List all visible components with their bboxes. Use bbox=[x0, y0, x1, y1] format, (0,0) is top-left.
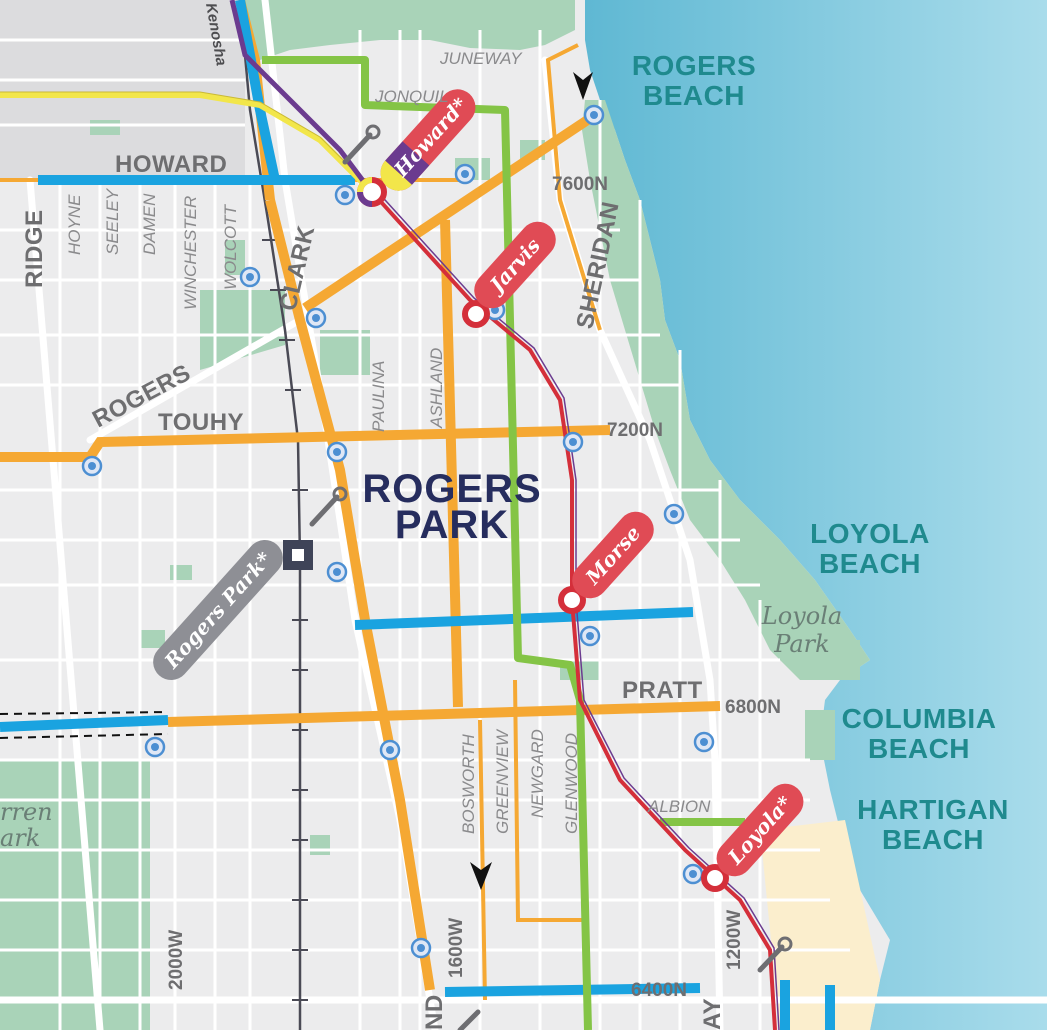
grid-label-7200n: 7200N bbox=[607, 420, 663, 441]
street-label-newgard: NEWGARD bbox=[528, 729, 547, 818]
beach-label-hartigan-1: HARTIGAN bbox=[857, 794, 1009, 825]
evanston-area bbox=[0, 0, 245, 180]
street-label-pratt: PRATT bbox=[622, 677, 703, 704]
bus-routes-blue bbox=[0, 0, 835, 1030]
beach-label-rogers-1: ROGERS bbox=[632, 50, 756, 81]
direction-arrow-icon bbox=[470, 862, 492, 890]
street-label-howard: HOWARD bbox=[115, 151, 227, 178]
wrench-icon bbox=[457, 1009, 481, 1030]
parks-layer bbox=[0, 0, 870, 1030]
beach-label-rogers-2: BEACH bbox=[643, 80, 745, 111]
bus-route-dashed bbox=[0, 711, 169, 739]
street-label-edge-ay: AY bbox=[699, 998, 726, 1030]
purple-line bbox=[229, 0, 372, 192]
lake-michigan bbox=[585, 0, 1047, 1030]
red-line bbox=[370, 190, 777, 1030]
beach-label-columbia-2: BEACH bbox=[868, 733, 970, 764]
park-label-warren-2: ark bbox=[0, 824, 40, 852]
station-morse-marker[interactable] bbox=[558, 586, 586, 614]
yellow-line-edge bbox=[0, 91, 371, 188]
purple-line-parallel bbox=[375, 189, 780, 1030]
street-label-ridge: RIDGE bbox=[21, 209, 48, 288]
street-label-wolcott: WOLCOTT bbox=[221, 203, 240, 290]
street-label-glenwood: GLENWOOD bbox=[562, 733, 581, 834]
street-label-ashland: ASHLAND bbox=[427, 348, 446, 429]
street-label-edge-nd: ND bbox=[421, 994, 448, 1030]
yellow-line bbox=[0, 92, 373, 193]
wrench-icon bbox=[309, 486, 348, 527]
bus-stop-markers[interactable] bbox=[81, 104, 715, 959]
beach-label-hartigan-2: BEACH bbox=[882, 824, 984, 855]
grid-label-2000w: 2000W bbox=[166, 930, 187, 990]
wrench-icon bbox=[342, 124, 381, 165]
park-label-loyola-1: Loyola bbox=[761, 602, 842, 630]
park-label-loyola-2: Park bbox=[773, 630, 829, 658]
wrench-icon bbox=[757, 936, 793, 973]
park-label-warren-1: rren bbox=[0, 798, 53, 826]
metra-station-icon[interactable] bbox=[283, 540, 313, 570]
street-label-touhy: TOUHY bbox=[158, 409, 244, 436]
grid-label-1600w: 1600W bbox=[446, 918, 467, 978]
street-label-juneway: JUNEWAY bbox=[439, 49, 523, 68]
street-label-jonquil: JONQUIL bbox=[374, 87, 449, 106]
beach-sand bbox=[760, 820, 880, 1030]
street-label-hoyne: HOYNE bbox=[65, 194, 84, 255]
station-label-morse[interactable]: Morse bbox=[565, 504, 661, 605]
beach-label-columbia-1: COLUMBIA bbox=[842, 703, 997, 734]
neighborhood-label-line1: ROGERS bbox=[362, 467, 541, 511]
grid-label-6800n: 6800N bbox=[725, 697, 781, 718]
station-jarvis-marker[interactable] bbox=[462, 300, 490, 328]
street-label-albion: ALBION bbox=[647, 797, 711, 816]
neighborhood-label-line2: PARK bbox=[395, 503, 509, 547]
grid-label-6400n: 6400N bbox=[631, 980, 687, 1001]
beach-label-loyola-2: BEACH bbox=[819, 548, 921, 579]
grid-label-1200w: 1200W bbox=[724, 910, 745, 970]
street-label-seeley: SEELEY bbox=[103, 187, 122, 255]
station-loyola-marker[interactable] bbox=[701, 864, 729, 892]
street-label-damen: DAMEN bbox=[140, 193, 159, 255]
station-howard-marker[interactable] bbox=[357, 177, 387, 207]
street-label-bosworth: BOSWORTH bbox=[459, 733, 478, 834]
beach-label-loyola-1: LOYOLA bbox=[810, 518, 930, 549]
grid-label-7600n: 7600N bbox=[552, 174, 608, 195]
street-label-greenview: GREENVIEW bbox=[493, 728, 512, 834]
street-label-paulina: PAULINA bbox=[369, 361, 388, 433]
direction-arrow-icon bbox=[573, 72, 593, 100]
street-label-winchester: WINCHESTER bbox=[181, 196, 200, 310]
